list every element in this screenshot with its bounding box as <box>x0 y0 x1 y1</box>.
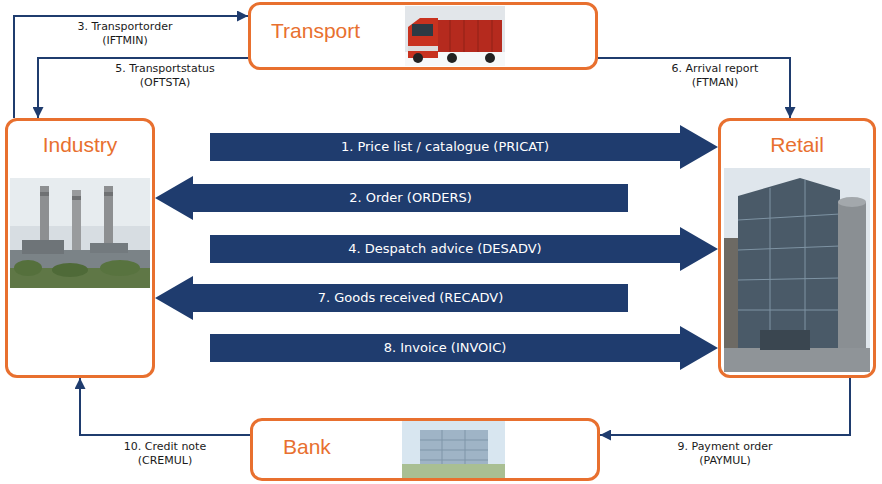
photo-detail <box>100 260 140 276</box>
flow-label: 4. Despatch advice (DESADV) <box>348 241 541 257</box>
flow-arrow <box>598 58 790 118</box>
node-title: Transport <box>271 19 360 43</box>
flow-label: 2. Order (ORDERS) <box>349 190 472 206</box>
factory-photo <box>10 178 150 288</box>
photo-detail <box>408 46 438 51</box>
photo-detail <box>738 278 840 280</box>
flow-label: 1. Price list / catalogue (PRICAT) <box>341 139 549 155</box>
photo-detail <box>14 260 42 276</box>
photo-detail <box>40 192 49 196</box>
photo-detail <box>413 53 423 63</box>
retail-box: Retail <box>718 118 876 378</box>
bank-building-photo <box>402 421 505 478</box>
photo-detail <box>72 196 81 200</box>
flow-label: 8. Invoice (INVOIC) <box>384 340 507 356</box>
photo-detail <box>838 202 866 372</box>
photo-detail <box>760 330 810 350</box>
photo-detail <box>478 20 479 52</box>
photo-detail <box>52 263 88 277</box>
flow-arrow <box>14 16 248 118</box>
photo-detail <box>438 20 502 52</box>
photo-detail <box>805 180 806 350</box>
photo-detail <box>464 20 465 52</box>
photo-detail <box>104 192 113 196</box>
photo-detail <box>738 310 840 311</box>
flow-label: 10. Credit note (CREMUL) <box>100 440 230 468</box>
block-arrow <box>210 125 718 169</box>
photo-detail <box>450 20 451 52</box>
flow-label: 7. Goods received (RECADV) <box>318 290 504 306</box>
photo-detail <box>447 53 457 63</box>
truck-photo <box>405 6 505 66</box>
block-arrow <box>210 227 718 271</box>
bank-box: Bank <box>250 418 600 481</box>
photo-detail <box>420 460 488 461</box>
flow-arrow <box>600 378 850 435</box>
block-arrow <box>210 326 718 370</box>
flow-label: 9. Payment order (PAYMUL) <box>660 440 790 468</box>
flow-label: 3. Transportorder (IFTMIN) <box>60 20 190 48</box>
block-arrow <box>155 176 628 220</box>
photo-detail <box>405 6 505 66</box>
photo-detail <box>22 240 64 254</box>
flow-arrow <box>38 58 248 118</box>
flow-label: 6. Arrival report (FTMAN) <box>650 62 780 90</box>
photo-detail <box>724 348 870 372</box>
photo-detail <box>408 18 438 58</box>
node-title: Bank <box>283 435 331 459</box>
photo-detail <box>420 440 488 441</box>
photo-detail <box>420 450 488 451</box>
industry-box: Industry <box>5 118 155 378</box>
flow-arrow <box>80 378 250 435</box>
photo-detail <box>10 178 150 288</box>
photo-detail <box>492 20 493 52</box>
photo-detail <box>485 53 495 63</box>
photo-detail <box>412 24 433 36</box>
photo-detail <box>402 464 505 478</box>
photo-detail <box>90 243 128 253</box>
node-title: Retail <box>770 133 824 157</box>
node-title: Industry <box>43 133 118 157</box>
photo-detail <box>738 214 840 220</box>
photo-detail <box>405 52 505 66</box>
transport-box: Transport <box>248 2 598 70</box>
flow-label: 5. Transportstatus (OFTSTA) <box>100 62 230 90</box>
photo-detail <box>838 197 866 207</box>
retail-building-photo <box>724 168 870 372</box>
photo-detail <box>402 421 505 478</box>
photo-detail <box>724 168 870 372</box>
photo-detail <box>738 246 840 250</box>
photo-detail <box>738 178 840 372</box>
photo-detail <box>770 188 771 350</box>
block-arrow <box>155 276 628 320</box>
